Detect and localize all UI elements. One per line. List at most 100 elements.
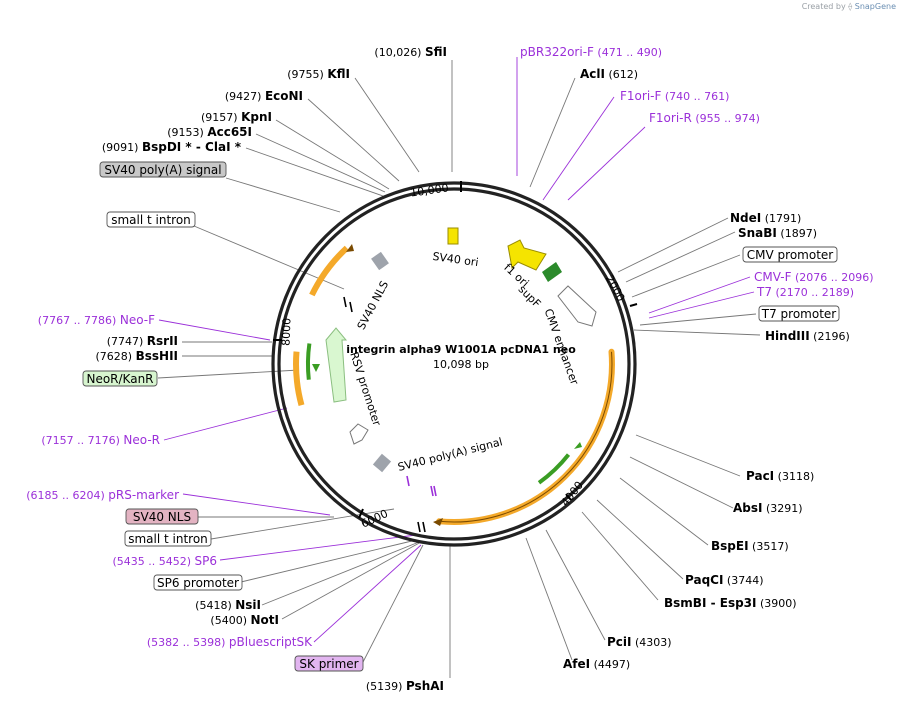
label-small-t-intron-bottom-box (124, 530, 212, 547)
tick-mark (358, 508, 364, 519)
label-acc65I: (9153) Acc65I (167, 125, 252, 139)
neo-green-arrowhead (312, 364, 320, 372)
label-afeI: AfeI (4497) (563, 657, 630, 671)
label-econi: (9427) EcoNI (225, 89, 303, 103)
grey-box-bottom (372, 453, 392, 473)
label-f1oriR: F1ori-R (955 .. 974) (649, 111, 760, 125)
label-pciI: PciI (4303) (607, 635, 672, 649)
line-pBluescript (313, 544, 422, 643)
label-kflI: (9755) KflI (287, 67, 350, 81)
site-marker (417, 521, 421, 533)
green-arc (537, 453, 571, 485)
plasmid-size: 10,098 bp (433, 358, 489, 371)
label-sv40-nls: SV40 NLS (133, 510, 191, 524)
line-pRS (182, 493, 331, 516)
neo-green-arc (305, 343, 312, 380)
label-nsiI: (5418) NsiI (195, 598, 261, 612)
label-small-t-intron-bottom: small t intron (128, 532, 208, 546)
line-neokanr (157, 369, 300, 379)
label-cmvF: CMV-F (2076 .. 2096) (754, 270, 874, 284)
sv40-ori-label: SV40 ori (432, 250, 480, 269)
label-bssHII: (7628) BssHII (96, 349, 178, 363)
label-sv40-polya: SV40 poly(A) signal (104, 163, 221, 177)
line-bspEI (619, 477, 709, 546)
label-sp6: (5435 .. 5452) SP6 (112, 554, 217, 568)
line-t7promoter (639, 313, 757, 326)
label-cmv-promoter: CMV promoter (747, 248, 834, 262)
features (293, 227, 615, 533)
credit-brand: SnapGene (854, 2, 896, 11)
line-neoF (158, 319, 271, 341)
rsv-promoter-shape (325, 327, 348, 403)
line-absI (629, 456, 734, 509)
line-cmvpromoter (631, 254, 741, 298)
sv40-nls-inner-label: SV40 NLS (355, 279, 392, 332)
line-notI (281, 541, 422, 620)
label-rsrII: (7747) RsrII (107, 334, 178, 348)
line-snaBI (625, 231, 736, 283)
site-marker (433, 485, 437, 497)
label-ndeI: NdeI (1791) (730, 211, 801, 225)
left-arc-arrowhead (346, 244, 354, 252)
tick-mark (565, 493, 572, 501)
insert-arrowhead (433, 518, 443, 526)
site-marker (406, 475, 410, 487)
line-acc65I (255, 133, 386, 193)
site-marker (422, 521, 426, 533)
line-aclI (529, 77, 576, 188)
line-neoR (163, 407, 288, 441)
line-sp6 (219, 534, 417, 561)
label-small-t-intron-top-box (106, 211, 196, 228)
supF-label: supF (516, 283, 544, 311)
sv40-ori-shape (447, 227, 459, 245)
supF-shape (542, 262, 562, 282)
label-pshAI: (5139) PshAI (366, 679, 444, 693)
label-t7-promoter-box (758, 305, 840, 322)
label-sp6-promoter-box (153, 574, 243, 591)
label-pacI: PacI (3118) (746, 469, 814, 483)
label-sfiI: (10,026) SfiI (374, 45, 447, 59)
insert-orange-arc-core (439, 351, 613, 523)
cmv-enhancer-shape (557, 285, 597, 327)
label-pRS-marker: (6185 .. 6204) pRS-marker (26, 488, 179, 502)
label-pBR322: pBR322ori-F (471 .. 490) (520, 45, 662, 59)
line-paqCI (596, 499, 684, 580)
backbone-inner-ring (277, 187, 631, 541)
line-cmvF (648, 276, 751, 314)
label-f1oriF: F1ori-F (740 .. 761) (620, 89, 729, 103)
site-marker (430, 485, 434, 497)
sv40nls-box-top (371, 251, 389, 271)
label-hindIII: HindIII (2196) (765, 329, 850, 343)
label-kpnI: (9157) KpnI (201, 110, 272, 124)
label-snaBI: SnaBI (1897) (738, 226, 817, 240)
label-sv40-nls-box (125, 508, 199, 525)
rsv-promoter-label: RSV promoter (347, 350, 383, 427)
line-bsmBI (581, 511, 659, 601)
line-kpnI (275, 119, 390, 190)
backbone-outer-ring (271, 181, 637, 547)
label-sk-primer-box (294, 655, 364, 672)
leader-lines (157, 57, 761, 678)
green-arc-arrowhead (574, 442, 582, 449)
tick-label: 8000 (280, 318, 294, 346)
snapgene-logo-icon: ⟠ (848, 2, 853, 11)
sv40-polya-inner-label: SV40 poly(A) signal (396, 435, 503, 474)
site-marker (343, 296, 347, 308)
tick-label: 10,000 (410, 181, 450, 199)
line-hindIII (633, 329, 761, 336)
left-orange-arc-top (309, 245, 349, 297)
label-sv40-polya-box (99, 161, 227, 178)
line-f1oriR (567, 126, 646, 201)
label-t7: T7 (2170 .. 2189) (756, 285, 854, 299)
label-neoF: (7767 .. 7786) Neo-F (38, 313, 155, 327)
map-center: integrin alpha9 W1001A pcDNA1 neo10,098 … (346, 250, 581, 474)
f1-ori-shape (507, 239, 547, 271)
snapgene-credit: Created by ⟠ SnapGene (802, 2, 896, 11)
label-bspEI: BspEI (3517) (711, 539, 789, 553)
label-paqCI: PaqCI (3744) (685, 573, 764, 587)
left-orange-arc-bottom (293, 351, 305, 406)
label-pbluescriptsk: (5382 .. 5398) pBluescriptSK (147, 635, 313, 649)
label-bsmBI: BsmBI - Esp3I (3900) (664, 596, 797, 610)
label-absI: AbsI (3291) (733, 501, 803, 515)
